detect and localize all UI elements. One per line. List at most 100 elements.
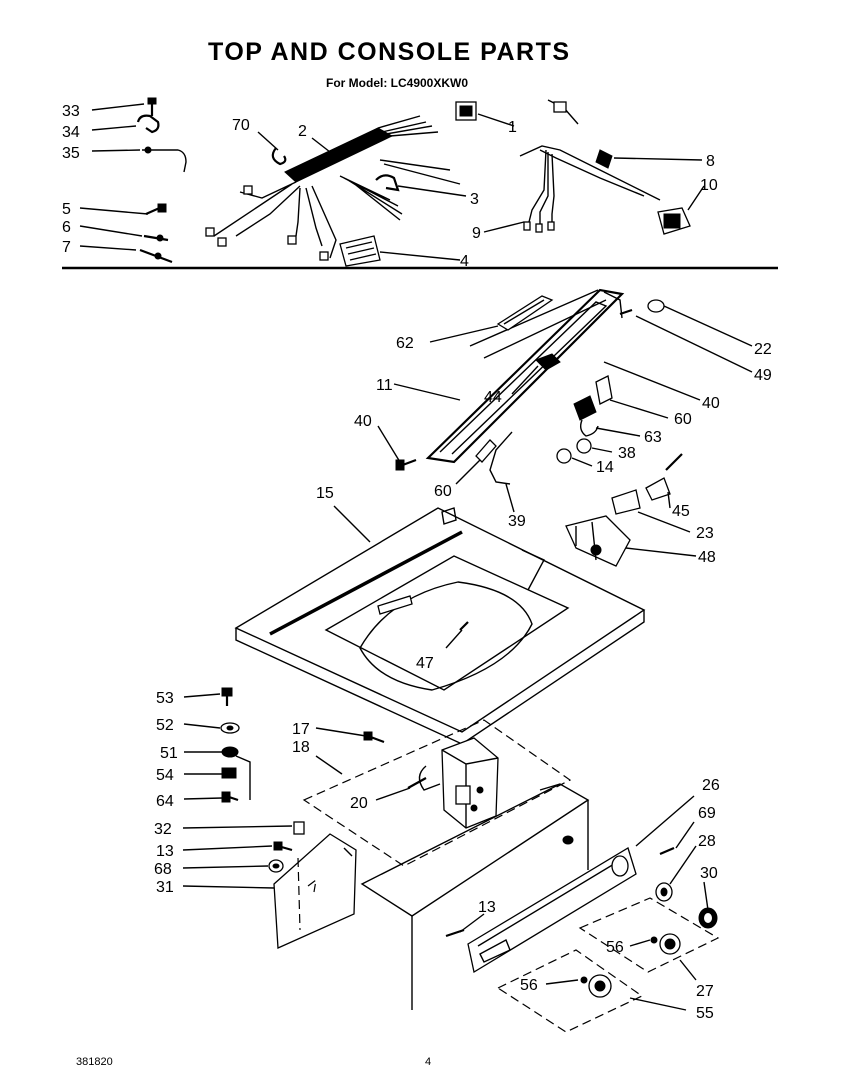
- part-32-clip: [293, 821, 305, 835]
- callout-47: 47: [416, 655, 434, 672]
- part-64-screw: [221, 791, 239, 803]
- part-13-screw-cover: [273, 841, 293, 852]
- callout-52: 52: [156, 717, 174, 734]
- part-55-knob-group: [496, 949, 644, 1033]
- part-20-timer: [407, 737, 499, 829]
- callout-56-upper: 56: [606, 939, 624, 956]
- part-31-cover: [273, 833, 357, 949]
- part-3-clamp: [375, 174, 400, 192]
- callout-55: 55: [696, 1005, 714, 1022]
- part-18-console-outline: [302, 719, 572, 867]
- callout-5: 5: [62, 201, 71, 218]
- callout-9: 9: [472, 225, 481, 242]
- part-34-clip: [136, 114, 160, 134]
- callout-3: 3: [470, 191, 479, 208]
- part-69-screw: [659, 846, 675, 856]
- part-4-block: [339, 235, 381, 267]
- part-52-washer: [220, 722, 240, 734]
- part-47-screw: [459, 621, 469, 631]
- part-48-bracket: [565, 515, 631, 567]
- callout-49: 49: [754, 367, 772, 384]
- page-number: 4: [425, 1056, 432, 1068]
- part-9-wire-harness: [519, 99, 661, 233]
- callout-22: 22: [754, 341, 772, 358]
- callout-30: 30: [700, 865, 718, 882]
- callout-15: 15: [316, 485, 334, 502]
- callout-70: 70: [232, 117, 250, 134]
- part-54-nut: [221, 767, 237, 779]
- part-1-connector: [455, 101, 477, 121]
- callout-32: 32: [154, 821, 172, 838]
- callout-13-panel: 13: [478, 899, 496, 916]
- callout-54: 54: [156, 767, 174, 784]
- callout-40-right: 40: [702, 395, 720, 412]
- callout-56-lower: 56: [520, 977, 538, 994]
- part-7-terminal: [139, 248, 173, 264]
- callout-33: 33: [62, 103, 80, 120]
- callout-69: 69: [698, 805, 716, 822]
- part-5-bolt: [145, 203, 167, 216]
- callout-18: 18: [292, 739, 310, 756]
- part-68-grommet: [268, 859, 284, 873]
- diagram-code: 381820: [76, 1056, 113, 1068]
- callout-44: 44: [484, 389, 502, 406]
- callout-53: 53: [156, 690, 174, 707]
- callout-63: 63: [644, 429, 662, 446]
- callout-6: 6: [62, 219, 71, 236]
- callout-14: 14: [596, 459, 614, 476]
- part-38-nut: [576, 438, 592, 454]
- leader-lines: [79, 103, 753, 1011]
- part-62-label: [496, 295, 554, 331]
- part-33-screw: [147, 97, 157, 116]
- diagram-title: TOP AND CONSOLE PARTS: [208, 38, 571, 66]
- callout-51: 51: [160, 745, 178, 762]
- model-subtitle: For Model: LC4900XKW0: [326, 76, 469, 90]
- callout-8: 8: [706, 153, 715, 170]
- part-53-bolt: [221, 687, 233, 706]
- part-45-actuator: [645, 453, 683, 501]
- part-49-screw: [619, 308, 633, 316]
- callout-27: 27: [696, 983, 714, 1000]
- callout-13-cover: 13: [156, 843, 174, 860]
- callout-60-lower: 60: [434, 483, 452, 500]
- callout-45: 45: [672, 503, 690, 520]
- part-35-wire: [142, 146, 187, 173]
- part-8-switch: [595, 149, 613, 169]
- part-26-panel: [467, 847, 637, 974]
- part-17-screw: [363, 731, 385, 744]
- part-23-switch: [611, 489, 641, 515]
- callout-28: 28: [698, 833, 716, 850]
- callout-26: 26: [702, 777, 720, 794]
- part-39-rod: [489, 431, 513, 485]
- callout-34: 34: [62, 124, 80, 141]
- callout-40-left: 40: [354, 413, 372, 430]
- part-30-knob: [698, 907, 718, 929]
- part-6-terminal: [143, 234, 169, 242]
- part-27-knob-group: [578, 897, 720, 973]
- part-70-tie: [271, 147, 287, 166]
- part-22-bumper: [647, 299, 665, 313]
- callout-68: 68: [154, 861, 172, 878]
- callout-11: 11: [376, 377, 393, 394]
- callout-60-upper: 60: [674, 411, 692, 428]
- callout-1: 1: [508, 119, 517, 136]
- part-60-hinge-upper: [595, 375, 613, 405]
- part-26-console-body: [360, 783, 590, 1010]
- part-10-capacitor: [657, 207, 691, 235]
- callout-31: 31: [156, 879, 174, 896]
- part-63-switch: [573, 395, 599, 437]
- callout-35: 35: [62, 145, 80, 162]
- callout-2: 2: [298, 123, 307, 140]
- callout-20: 20: [350, 795, 368, 812]
- part-44-hinge: [535, 353, 561, 371]
- callout-4: 4: [460, 253, 469, 270]
- callout-10: 10: [700, 177, 718, 194]
- callout-62: 62: [396, 335, 414, 352]
- callout-labels: 33 34 35 70 2 1 8 10 3 9 5 6 7 4 62 22 4…: [62, 103, 772, 1022]
- callout-48: 48: [698, 549, 716, 566]
- callout-38: 38: [618, 445, 636, 462]
- callout-64: 64: [156, 793, 174, 810]
- part-14-nut: [556, 448, 572, 464]
- part-51-ground-wire: [221, 746, 251, 800]
